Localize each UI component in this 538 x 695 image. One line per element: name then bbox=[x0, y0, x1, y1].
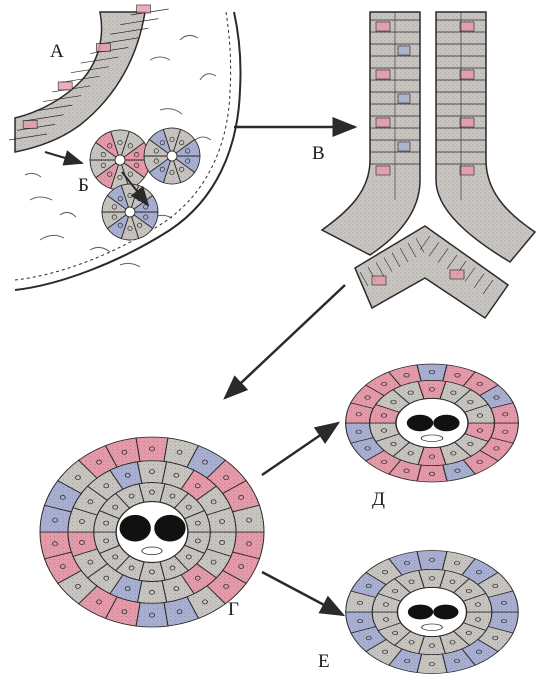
panel-d-cross-section bbox=[346, 364, 519, 482]
bud bbox=[90, 130, 150, 190]
lumen bbox=[407, 415, 433, 431]
label-g: Г bbox=[228, 600, 239, 619]
panel-v-branching-duct bbox=[322, 12, 535, 318]
epithelial-buds bbox=[90, 128, 200, 240]
label-e: Е bbox=[318, 652, 330, 671]
lumen bbox=[408, 605, 433, 620]
label-b: Б bbox=[78, 176, 89, 195]
lumen bbox=[120, 515, 151, 542]
lumen bbox=[433, 415, 459, 431]
panel-e-cross-section bbox=[346, 551, 519, 674]
label-d: Д bbox=[372, 490, 385, 509]
label-a: А bbox=[50, 42, 64, 61]
lumen bbox=[433, 605, 458, 620]
bud bbox=[144, 128, 200, 184]
label-v: В bbox=[312, 144, 325, 163]
panel-a-tissue bbox=[9, 5, 241, 290]
bud bbox=[102, 184, 158, 240]
arrow-v-to-g bbox=[225, 285, 345, 398]
arrow-g-to-e bbox=[262, 572, 343, 615]
arrow-g-to-d bbox=[262, 423, 338, 475]
arrow-to-bud-1 bbox=[45, 152, 82, 163]
lumen bbox=[154, 515, 185, 542]
